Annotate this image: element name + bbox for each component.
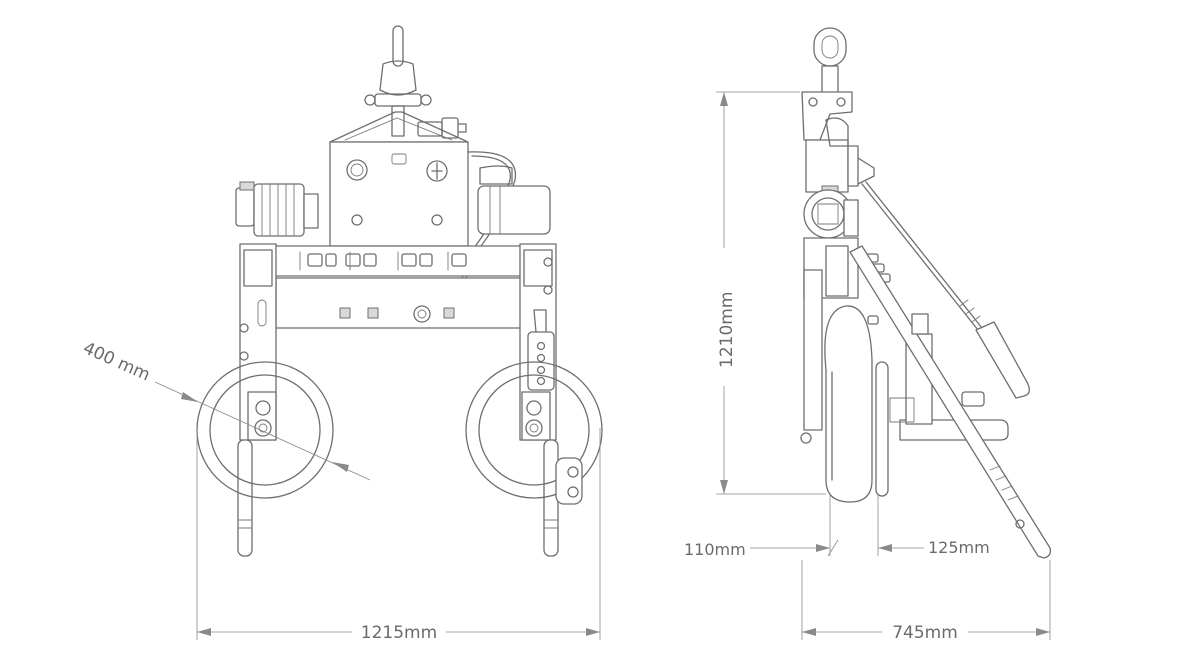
side-view bbox=[800, 27, 1052, 559]
side-base bbox=[899, 419, 1009, 441]
hydraulic-manifold bbox=[243, 245, 549, 277]
wheel-bracket bbox=[555, 457, 583, 505]
left-leg bbox=[237, 243, 277, 557]
front-width-dimension: 1215mm bbox=[196, 428, 601, 643]
front-width-label: 1215mm bbox=[361, 623, 437, 643]
control-box bbox=[329, 141, 469, 247]
side-wheel bbox=[824, 305, 889, 503]
side-width-label: 745mm bbox=[892, 623, 958, 643]
cross-beam bbox=[275, 277, 523, 329]
handle-bar bbox=[849, 245, 1052, 559]
valves bbox=[307, 253, 467, 267]
side-width-dimension: 745mm bbox=[801, 560, 1051, 643]
upper-body bbox=[805, 139, 849, 193]
height-label: 1210mm bbox=[717, 292, 737, 368]
mounting-plate bbox=[801, 91, 853, 141]
right-motor bbox=[477, 165, 551, 235]
offset-dimensions: 110mm 125mm bbox=[684, 494, 990, 559]
height-dimension: 1210mm bbox=[716, 91, 826, 495]
offset-right-label: 125mm bbox=[928, 538, 990, 557]
power-connector bbox=[417, 117, 467, 139]
gauge bbox=[346, 159, 368, 181]
wheel-diameter-label: 400 mm bbox=[80, 338, 153, 385]
left-motor bbox=[235, 181, 319, 237]
side-gear bbox=[803, 189, 859, 239]
offset-left-label: 110mm bbox=[684, 540, 746, 559]
right-wheel bbox=[465, 361, 603, 499]
front-view bbox=[196, 25, 603, 557]
side-lifting-ring bbox=[813, 27, 847, 95]
rotary-switch-icon bbox=[426, 160, 448, 182]
lifting-shackle bbox=[364, 25, 432, 137]
right-leg bbox=[519, 243, 559, 557]
side-pendant bbox=[861, 181, 1030, 399]
